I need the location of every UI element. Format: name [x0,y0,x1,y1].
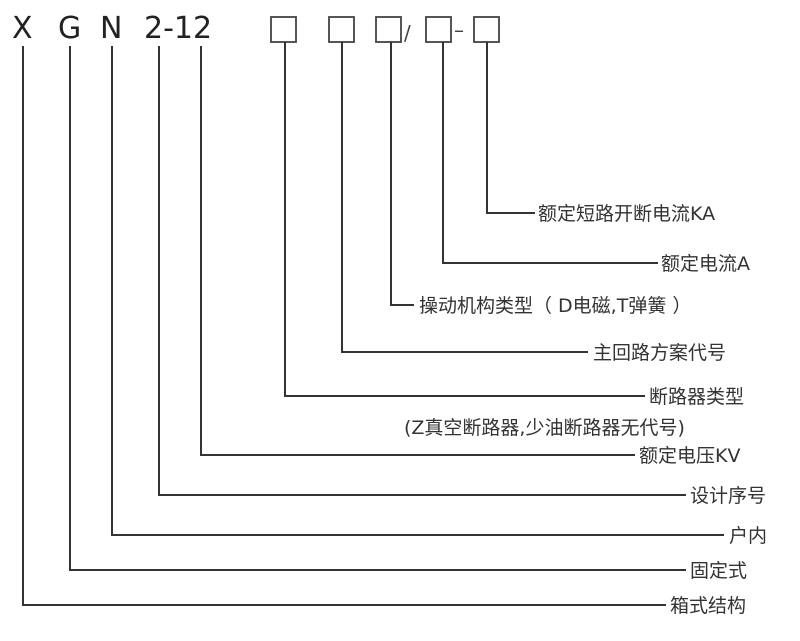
box-mechanism [375,16,402,43]
label-indoor: 户内 [729,525,767,547]
label-fixed: 固定式 [690,560,747,582]
leader-rated-current [442,42,658,264]
code-2-12: 2-12 [144,11,212,46]
label-breaker-type: 断路器类型 [649,386,744,408]
box-rated-current [425,16,452,43]
code-n: N [100,11,122,46]
leader-breaker-type [284,42,645,397]
code-x: X [12,11,33,46]
label-box-structure: 箱式结构 [670,595,746,617]
label-breaking-current: 额定短路开断电流KA [538,203,715,225]
leader-design-serial [158,46,686,496]
label-operating-mechanism: 操动机构类型（ D电磁,T弹簧 ） [419,295,691,317]
leader-mechanism [390,42,414,306]
leader-box-structure [22,46,666,606]
label-rated-voltage: 额定电压KV [639,445,740,467]
leader-breaking-current [486,42,535,214]
label-main-circuit: 主回路方案代号 [593,342,726,364]
leader-indoor [111,46,724,536]
code-g: G [58,11,81,46]
box-main-circuit [328,16,355,43]
box-breaking-current [473,16,500,43]
leader-main-circuit [341,42,588,353]
box-breaker-type [270,16,297,43]
leader-fixed [69,46,686,571]
slash-separator: / [404,21,411,45]
label-breaker-type-note: (Z真空断路器,少油断路器无代号) [404,417,685,439]
label-rated-current: 额定电流A [661,253,750,275]
dash-separator: – [454,18,464,42]
leader-rated-voltage [200,46,635,456]
label-design-serial: 设计序号 [690,485,766,507]
